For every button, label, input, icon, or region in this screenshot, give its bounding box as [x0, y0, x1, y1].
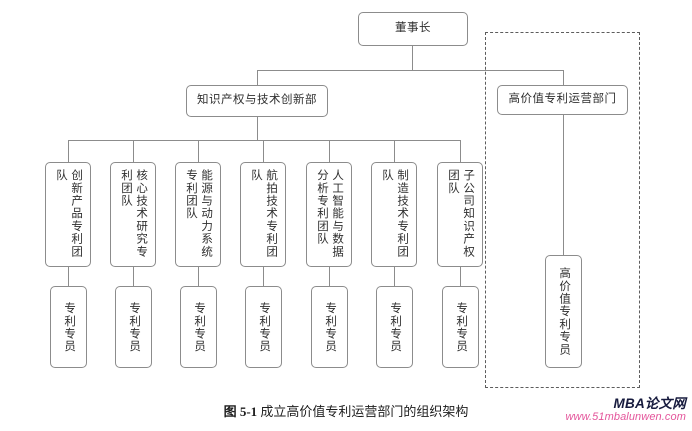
connector-team-drop-5: [329, 140, 330, 162]
node-team-6[interactable]: 制造技术专利团队: [371, 162, 417, 267]
connector-specialist-drop-1: [68, 267, 69, 286]
node-specialist-1[interactable]: 专利专员: [50, 286, 87, 368]
node-high-value-patent-specialist-label: 高价值专利专员: [558, 267, 571, 356]
watermark: MBA论文网 www.51mbalunwen.com: [565, 396, 686, 423]
node-team-5[interactable]: 人工智能与数据分析专利团队: [306, 162, 352, 267]
connector-team-drop-1: [68, 140, 69, 162]
node-ip-department[interactable]: 知识产权与技术创新部: [186, 85, 328, 117]
node-specialist-3-label: 专利专员: [193, 301, 206, 353]
node-specialist-2[interactable]: 专利专员: [115, 286, 152, 368]
connector-team-drop-2: [133, 140, 134, 162]
connector-specialist-drop-2: [133, 267, 134, 286]
highlight-region-high-value-branch: [485, 32, 640, 388]
node-specialist-5[interactable]: 专利专员: [311, 286, 348, 368]
connector-specialist-drop-5: [329, 267, 330, 286]
node-team-6-label: 制造技术专利团队: [381, 169, 409, 258]
watermark-brand: MBA论文网: [613, 396, 686, 411]
connector-team-drop-3: [198, 140, 199, 162]
node-specialist-7[interactable]: 专利专员: [442, 286, 479, 368]
connector-specialist-drop-4: [263, 267, 264, 286]
connector-specialist-drop-7: [460, 267, 461, 286]
node-high-value-patent-specialist[interactable]: 高价值专利专员: [545, 255, 582, 368]
node-specialist-4[interactable]: 专利专员: [245, 286, 282, 368]
node-specialist-6-label: 专利专员: [389, 301, 402, 353]
node-team-3[interactable]: 能源与动力系统专利团队: [175, 162, 221, 267]
node-specialist-6[interactable]: 专利专员: [376, 286, 413, 368]
connector-chairman-stem: [412, 46, 413, 70]
node-specialist-3[interactable]: 专利专员: [180, 286, 217, 368]
connector-team-drop-7: [460, 140, 461, 162]
node-specialist-7-label: 专利专员: [455, 301, 468, 353]
connector-team-drop-6: [394, 140, 395, 162]
node-team-5-label: 人工智能与数据分析专利团队: [316, 169, 344, 258]
node-ip-department-label: 知识产权与技术创新部: [197, 94, 317, 107]
node-specialist-2-label: 专利专员: [128, 301, 141, 353]
watermark-url: www.51mbalunwen.com: [565, 411, 686, 424]
node-team-2-label: 核心技术研究专利团队: [120, 169, 148, 258]
node-chairman[interactable]: 董事长: [358, 12, 468, 46]
node-specialist-5-label: 专利专员: [324, 301, 337, 353]
connector-level2-bus: [257, 70, 563, 71]
connector-to-hv-department: [563, 70, 564, 85]
node-chairman-label: 董事长: [395, 22, 431, 35]
node-team-3-label: 能源与动力系统专利团队: [185, 169, 213, 258]
node-team-4[interactable]: 航拍技术专利团队: [240, 162, 286, 267]
node-team-7[interactable]: 子公司知识产权团队: [437, 162, 483, 267]
connector-specialist-drop-6: [394, 267, 395, 286]
connector-ip-department-stem: [257, 117, 258, 140]
figure-caption-text: 成立高价值专利运营部门的组织架构: [260, 404, 469, 419]
connector-team-bus: [68, 140, 460, 141]
node-team-1[interactable]: 创新产品专利团队: [45, 162, 91, 267]
connector-team-drop-4: [263, 140, 264, 162]
figure-number: 图 5-1: [223, 404, 258, 419]
node-team-1-label: 创新产品专利团队: [55, 169, 83, 258]
connector-hv-department-stem: [563, 115, 564, 255]
connector-specialist-drop-3: [198, 267, 199, 286]
node-team-7-label: 子公司知识产权团队: [447, 169, 475, 258]
node-high-value-patent-department[interactable]: 高价值专利运营部门: [497, 85, 628, 115]
node-high-value-patent-department-label: 高价值专利运营部门: [508, 93, 617, 106]
node-specialist-1-label: 专利专员: [63, 301, 76, 353]
figure-caption: 图 5-1 成立高价值专利运营部门的组织架构: [0, 401, 692, 420]
node-team-2[interactable]: 核心技术研究专利团队: [110, 162, 156, 267]
connector-to-ip-department: [257, 70, 258, 85]
node-specialist-4-label: 专利专员: [258, 301, 271, 353]
node-team-4-label: 航拍技术专利团队: [250, 169, 278, 258]
